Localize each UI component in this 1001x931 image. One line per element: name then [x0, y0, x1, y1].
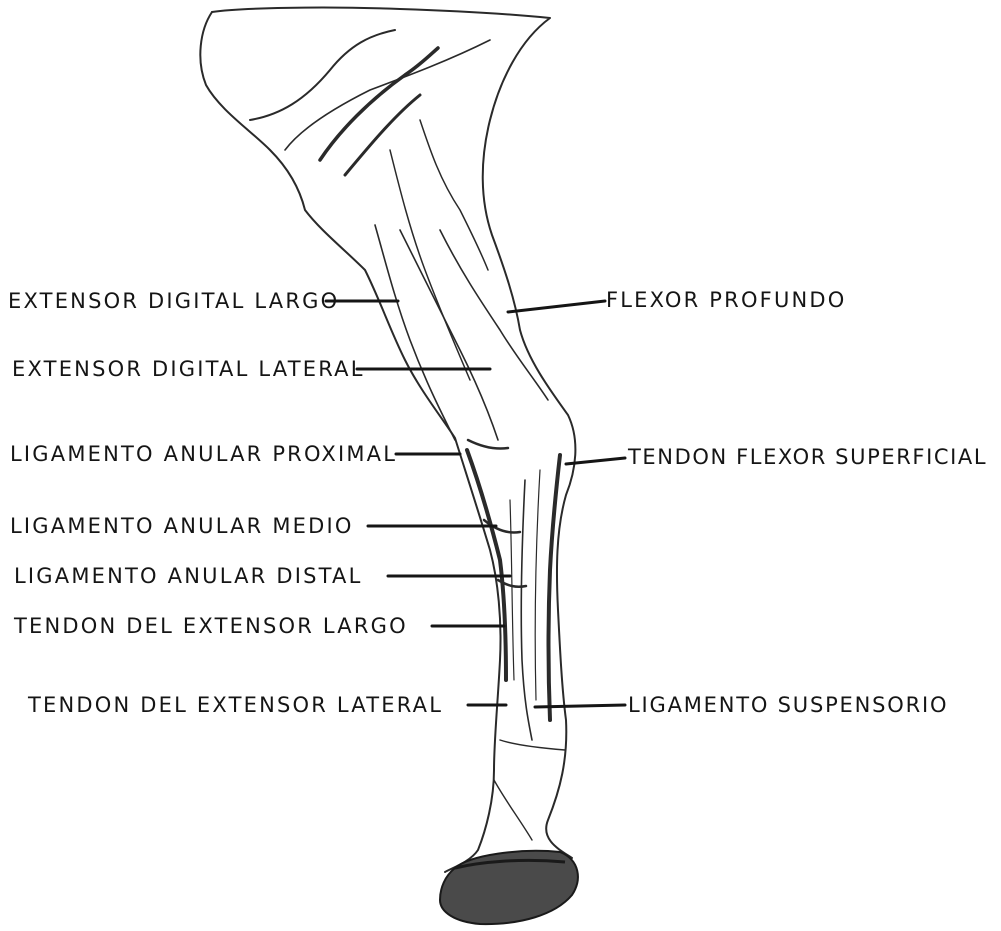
extensor-largo-muscle — [375, 225, 455, 440]
thigh-muscle-stroke-1 — [320, 48, 438, 160]
label-ligamento-anular-proximal: LIGAMENTO ANULAR PROXIMAL — [10, 444, 397, 465]
pastern-contour — [494, 740, 565, 840]
flexor-superficial-tendon — [549, 455, 561, 720]
annular-band-proximal — [468, 440, 508, 449]
flexor-profundo-muscle — [440, 230, 548, 400]
label-extensor-digital-largo: EXTENSOR DIGITAL LARGO — [8, 291, 339, 312]
label-ligamento-anular-distal: LIGAMENTO ANULAR DISTAL — [14, 566, 362, 587]
suspensory-ligament-line — [521, 480, 532, 740]
leg-outline-front — [212, 8, 575, 858]
thigh-muscle-stroke-2 — [345, 95, 420, 175]
extensor-lateral-muscle — [400, 230, 498, 440]
rump-contour — [285, 40, 490, 150]
label-tendon-del-extensor-lateral: TENDON DEL EXTENSOR LATERAL — [28, 695, 443, 716]
thigh-muscle-stroke-3 — [250, 30, 395, 120]
label-flexor-profundo: FLEXOR PROFUNDO — [606, 290, 847, 311]
leader-ligamento-suspensorio — [535, 705, 625, 707]
thigh-muscle-stroke-4 — [420, 120, 488, 270]
label-ligamento-suspensorio: LIGAMENTO SUSPENSORIO — [628, 695, 948, 716]
label-tendon-flexor-superficial: TENDON FLEXOR SUPERFICIAL — [628, 447, 987, 468]
leader-flexor-profundo — [508, 301, 605, 312]
label-tendon-del-extensor-largo: TENDON DEL EXTENSOR LARGO — [14, 616, 408, 637]
label-ligamento-anular-medio: LIGAMENTO ANULAR MEDIO — [10, 516, 354, 537]
label-extensor-digital-lateral: EXTENSOR DIGITAL LATERAL — [12, 359, 365, 380]
